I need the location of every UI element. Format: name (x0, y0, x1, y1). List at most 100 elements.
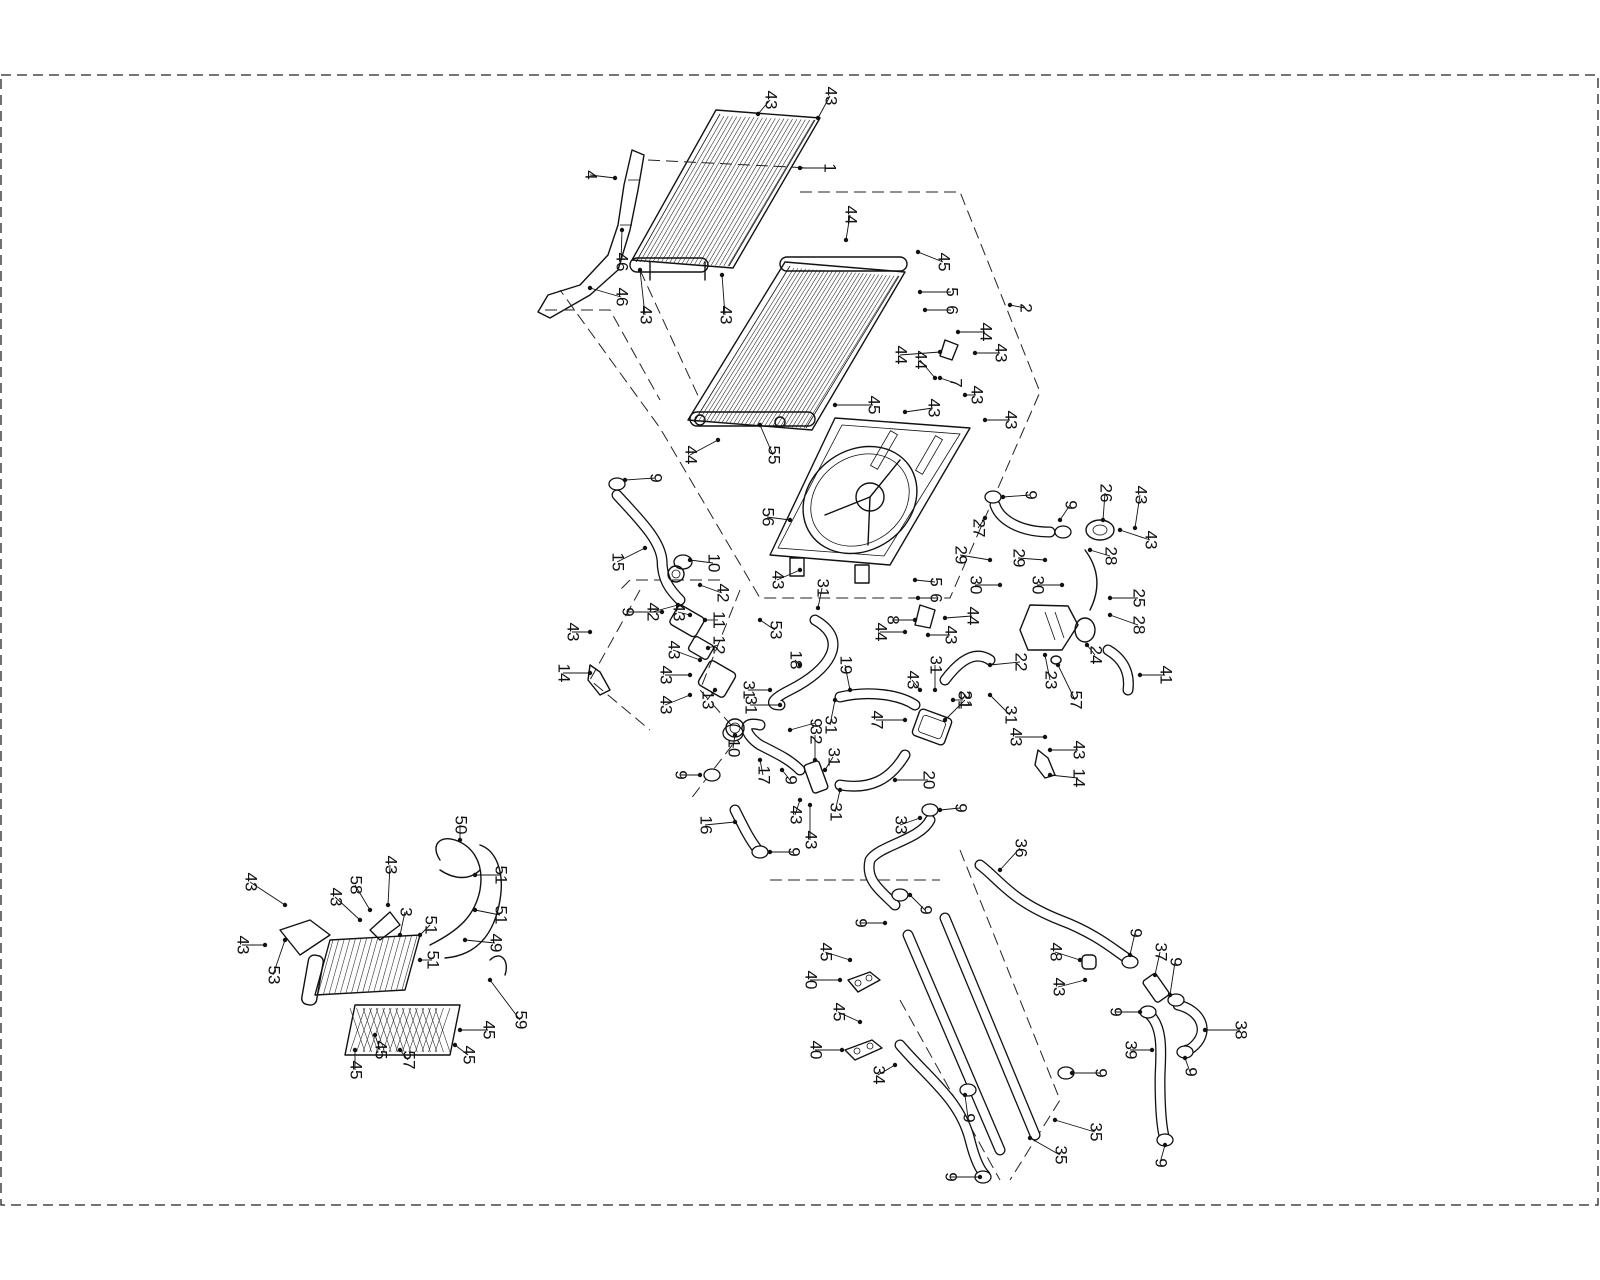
callout-dot (457, 837, 463, 843)
callout-number: 19 (837, 656, 856, 675)
callout-c-43-q: 43 (657, 692, 693, 714)
callout-c-31-h: 31 (822, 748, 844, 773)
callout-number: 9 (1182, 1067, 1201, 1076)
callout-dot (937, 807, 943, 813)
callout-c-43-d: 43 (717, 272, 736, 324)
callout-dot (832, 402, 838, 408)
callout-dot (917, 815, 923, 821)
callout-dot (767, 849, 773, 855)
callout-c-9-n: 9 (1107, 1007, 1143, 1017)
callout-number: 9 (917, 905, 936, 914)
callout-leader (899, 351, 941, 356)
callout-dot (282, 902, 288, 908)
callout-number: 37 (1152, 943, 1171, 962)
callout-dot (1152, 972, 1158, 978)
callout-c-43-p: 43 (657, 666, 693, 684)
callout-number: 43 (234, 936, 253, 955)
callout-number: 2 (1017, 303, 1036, 312)
callout-dot (847, 957, 853, 963)
callout-c-45-e: 45 (457, 1021, 499, 1039)
callout-leader (1002, 494, 1031, 498)
clip-48 (1081, 954, 1097, 970)
hose-15 (611, 489, 686, 606)
callout-dot (715, 437, 721, 443)
callout-dot (857, 1019, 863, 1025)
callout-dot (687, 557, 693, 563)
callout-c-17: 17 (755, 757, 774, 784)
callout-c-9-a: 9 (622, 473, 666, 483)
callout-number: 43 (787, 806, 806, 825)
callout-dot (797, 165, 803, 171)
callout-c-9-l: 9 (1127, 928, 1146, 958)
callout-leader (944, 615, 973, 619)
callout-c-43-aa: 43 (234, 936, 268, 955)
callout-number: 43 (665, 641, 684, 660)
callout-dot (997, 582, 1003, 588)
callout-dot (1127, 952, 1133, 958)
callout-c-43-h: 43 (982, 411, 1021, 429)
callout-leader (759, 424, 774, 456)
callout-number: 35 (1087, 1123, 1106, 1142)
callout-number: 58 (347, 876, 366, 895)
callout-dot (917, 289, 923, 295)
callout-c-22: 22 (987, 653, 1031, 672)
callout-dot (1042, 557, 1048, 563)
bracket-4 (537, 149, 645, 319)
callout-leader (464, 939, 496, 944)
callout-c-56: 56 (759, 508, 793, 526)
callout-dot (757, 757, 763, 763)
callout-number: 9 (782, 775, 801, 784)
callout-number: 14 (1070, 769, 1089, 788)
callout-number: 22 (1012, 653, 1031, 672)
callout-c-25: 25 (1107, 589, 1149, 607)
callout-dot (932, 687, 938, 693)
callout-c-57: 57 (1055, 662, 1086, 709)
callout-c-6-b: 6 (915, 593, 946, 603)
callout-dot (732, 819, 738, 825)
callout-dot (847, 687, 853, 693)
callout-dot (822, 767, 828, 773)
callout-dot (787, 517, 793, 523)
callout-number: 33 (892, 816, 911, 835)
radiator-assembly (687, 256, 908, 431)
condenser-assembly (629, 109, 821, 281)
callout-number: 21 (957, 691, 976, 710)
callout-number: 9 (952, 803, 971, 812)
callout-number: 41 (1157, 666, 1176, 685)
callout-number: 31 (927, 656, 946, 675)
callout-dot (1084, 642, 1090, 648)
callout-number: 44 (912, 351, 931, 370)
callout-dot (697, 657, 703, 663)
callout-number: 29 (1010, 549, 1029, 568)
callout-c-38: 38 (1202, 1021, 1251, 1039)
callout-number: 51 (492, 866, 511, 885)
callout-dot (687, 612, 693, 618)
callout-number: 47 (868, 711, 887, 730)
callout-dot (1077, 957, 1083, 963)
callout-dot (767, 687, 773, 693)
fan-shroud (769, 417, 971, 584)
callout-c-36: 36 (997, 839, 1031, 873)
callout-c-15: 15 (609, 545, 648, 571)
callout-c-16: 16 (697, 816, 738, 834)
sheet-border (0, 74, 1599, 1206)
callout-dot (815, 115, 821, 121)
callout-dot (1027, 1135, 1033, 1141)
callout-leader (766, 516, 791, 521)
callout-c-44-a: 44 (842, 206, 861, 243)
callout-c-58: 58 (347, 876, 373, 913)
callout-dot (367, 907, 373, 913)
callout-leader (877, 1064, 896, 1076)
callout-c-9-r: 9 (1152, 1142, 1171, 1168)
callout-c-30-a: 30 (967, 576, 1003, 594)
callout-leader (759, 619, 776, 631)
callout-leader (837, 1011, 861, 1023)
callout-leader (454, 1044, 469, 1056)
callout-dot (977, 1174, 983, 1180)
callout-c-9-k: 9 (907, 892, 936, 915)
callout-dot (642, 545, 648, 551)
callout-number: 9 (807, 718, 826, 727)
callout-c-12: 12 (705, 636, 729, 654)
callout-dot (1042, 734, 1048, 740)
callout-leader (334, 896, 361, 921)
